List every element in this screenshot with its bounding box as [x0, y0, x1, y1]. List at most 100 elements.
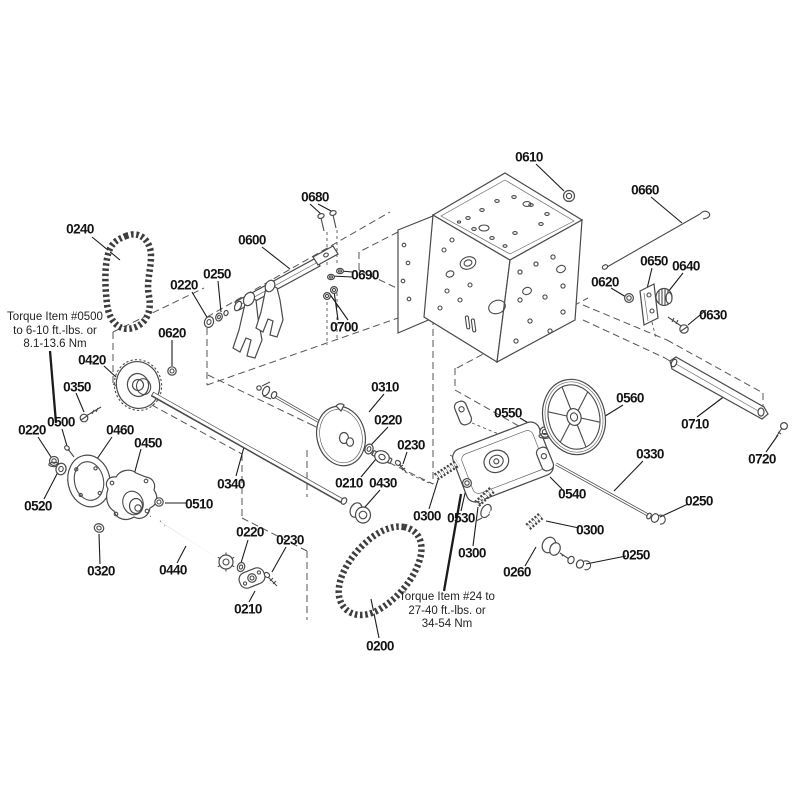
part-label-0220: 0220 — [170, 277, 198, 293]
part-label-0220c: 0220 — [236, 524, 264, 540]
nut-0620-right — [623, 293, 634, 304]
part-label-0300b: 0300 — [458, 545, 486, 561]
part-label-0430: 0430 — [369, 475, 397, 491]
part-label-0650: 0650 — [640, 253, 668, 269]
shaft-0340 — [150, 391, 348, 505]
part-label-0690: 0690 — [351, 267, 379, 283]
part-label-0700: 0700 — [330, 319, 358, 335]
part-label-0230b: 0230 — [276, 532, 304, 548]
springs-0300 — [433, 459, 545, 531]
chain-0240 — [102, 231, 155, 333]
washer-0520 — [55, 462, 67, 476]
ear-bracket-right — [535, 446, 555, 472]
part-label-0330: 0330 — [636, 446, 664, 462]
shift-fork-assembly-0600 — [167, 209, 345, 376]
fork-left — [232, 294, 263, 359]
washer-0320 — [93, 523, 105, 533]
part-label-0260: 0260 — [503, 564, 531, 580]
part-label-0600: 0600 — [238, 232, 266, 248]
rod-0330 — [555, 462, 652, 520]
screw-0230-mid — [394, 459, 407, 473]
part-label-0220b: 0220 — [18, 422, 46, 438]
screw-0500 — [64, 445, 75, 458]
part-label-0220d: 0220 — [374, 412, 402, 428]
part-label-0240: 0240 — [66, 221, 94, 237]
bracket-0210-bottom — [238, 567, 266, 589]
gear-cluster — [48, 406, 278, 589]
part-label-0560: 0560 — [616, 390, 644, 406]
bar-0710 — [669, 356, 769, 420]
torque-note-24: Torque Item #24 to 27-40 ft.-lbs. or 34-… — [399, 590, 495, 630]
nut-0620-left — [167, 366, 177, 376]
part-label-0460: 0460 — [106, 422, 134, 438]
part-label-0440: 0440 — [159, 562, 187, 578]
part-label-0500: 0500 — [47, 414, 75, 430]
bushing-0430 — [349, 502, 372, 524]
ear-bracket-left — [453, 400, 473, 426]
part-label-0200: 0200 — [366, 638, 394, 654]
torque-note-0500: Torque Item #0500 to 6-10 ft.-lbs. or 8.… — [7, 310, 103, 350]
fork-right — [255, 282, 284, 338]
washers-0690 — [327, 267, 345, 281]
bracket-0650 — [639, 283, 659, 326]
worm-coupler — [217, 552, 235, 572]
part-label-0510: 0510 — [185, 496, 213, 512]
part-label-0230: 0230 — [397, 437, 425, 453]
screw-0230-bottom — [263, 571, 278, 587]
washer-0220-bottom — [236, 561, 246, 573]
shaft-0440 — [149, 514, 223, 561]
screw-0720 — [775, 422, 788, 438]
frame-box — [397, 172, 584, 364]
part-label-0630: 0630 — [699, 307, 727, 323]
part-label-0660: 0660 — [631, 182, 659, 198]
sprocket-0420 — [113, 359, 163, 411]
part-label-0250c: 0250 — [622, 547, 650, 563]
part-label-0310: 0310 — [371, 379, 399, 395]
washer-0220-mid — [364, 443, 374, 455]
part-label-0210b: 0210 — [234, 601, 262, 617]
part-label-0300c: 0300 — [576, 522, 604, 538]
clip-0250-lower — [575, 559, 592, 571]
part-label-0350: 0350 — [63, 379, 91, 395]
plate-assembly — [433, 400, 666, 571]
nut-0510 — [154, 497, 164, 507]
part-label-0550: 0550 — [494, 405, 522, 421]
part-label-0450: 0450 — [134, 435, 162, 451]
part-label-0620: 0620 — [591, 274, 619, 290]
part-label-0300a: 0300 — [413, 508, 441, 524]
clip-0250-upper — [650, 513, 666, 525]
chain-0200 — [335, 523, 425, 619]
knob-0640 — [655, 287, 673, 307]
nut-0530 — [462, 478, 473, 489]
part-label-0250b: 0250 — [685, 493, 713, 509]
bearing-0210-mid — [371, 450, 393, 464]
part-label-0530: 0530 — [447, 510, 475, 526]
knob-0610 — [562, 189, 576, 203]
axle-0260 — [474, 500, 575, 565]
part-label-0250: 0250 — [203, 266, 231, 282]
nuts-0700 — [323, 286, 339, 301]
part-label-0680: 0680 — [301, 189, 329, 205]
part-label-0710: 0710 — [681, 416, 709, 432]
washer-0220-top — [203, 316, 215, 328]
leader-lines — [37, 163, 779, 639]
bolt-0630 — [667, 316, 689, 334]
part-label-0540: 0540 — [558, 486, 586, 502]
part-label-0210: 0210 — [335, 475, 363, 491]
bolt-0350 — [79, 406, 102, 423]
control-rod-0660 — [601, 210, 711, 270]
part-label-0610: 0610 — [515, 149, 543, 165]
plate-0540 — [452, 421, 554, 503]
disc-assembly-0310 — [256, 381, 407, 473]
wheel-0560 — [541, 378, 607, 456]
washer-0250-top — [215, 309, 229, 322]
gearbox-0450 — [105, 469, 158, 521]
bolts-0680 — [317, 209, 337, 232]
part-label-0640: 0640 — [672, 258, 700, 274]
ring-0460 — [67, 454, 111, 508]
part-label-0720: 0720 — [748, 451, 776, 467]
part-label-0340: 0340 — [217, 476, 245, 492]
part-label-0420: 0420 — [78, 352, 106, 368]
